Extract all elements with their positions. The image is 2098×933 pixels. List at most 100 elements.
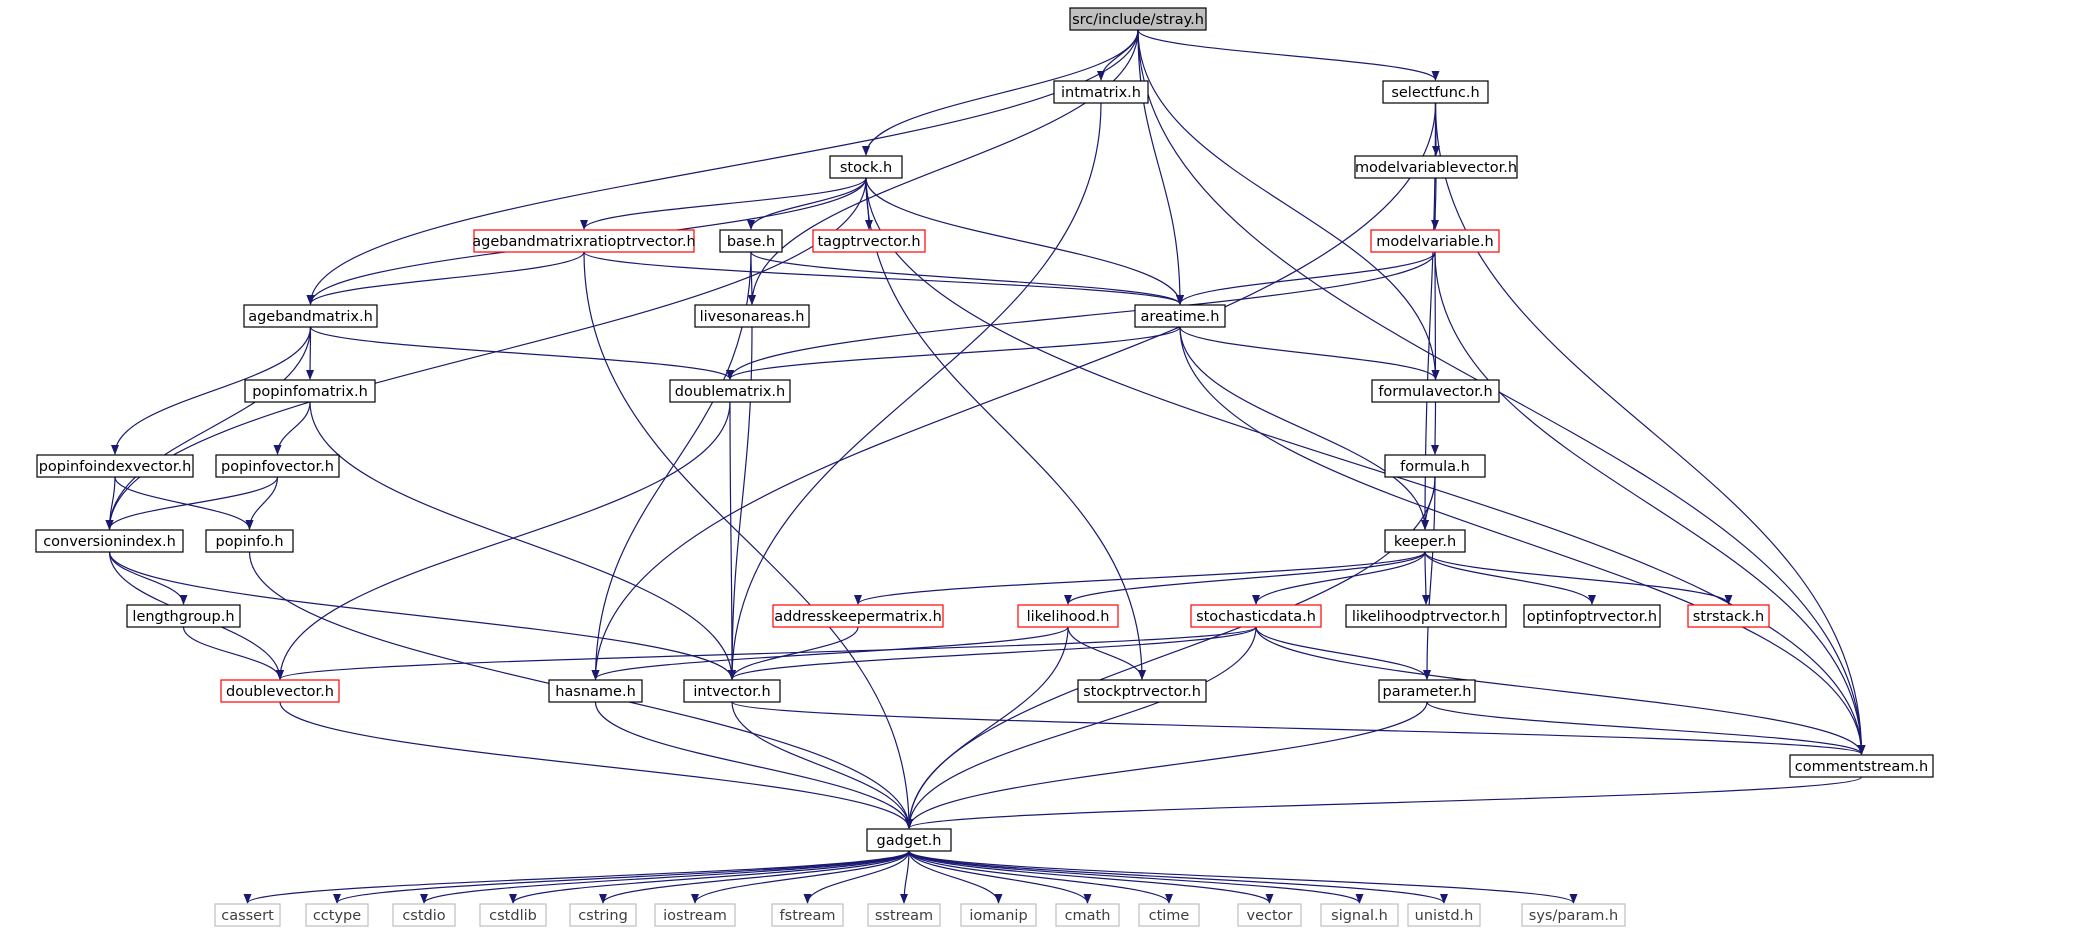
- node-formula[interactable]: formula.h: [1384, 454, 1486, 478]
- node-box: [548, 679, 643, 703]
- node-likelihoodptrvector[interactable]: likelihoodptrvector.h: [1345, 604, 1507, 628]
- header-file-nodes: src/include/stray.h intmatrix.h selectfunc…: [35, 7, 1934, 927]
- node-stray[interactable]: src/include/stray.h: [1069, 7, 1207, 31]
- node-agebandmatrixratioptrvector[interactable]: agebandmatrixratioptrvector.h: [472, 229, 696, 253]
- node-label: signal.h: [1331, 908, 1388, 924]
- node-sysparam: sys/param.h: [1521, 903, 1626, 927]
- edge-stray-to-selectfunc: [1137, 29, 1440, 81]
- node-label: addresskeepermatrix.h: [774, 609, 942, 625]
- node-box: [126, 604, 241, 628]
- node-label: unistd.h: [1415, 908, 1474, 924]
- node-popinfoindexvector[interactable]: popinfoindexvector.h: [36, 454, 194, 478]
- edge-gadget-to-cstdio: [420, 850, 910, 904]
- node-lengthgroup[interactable]: lengthgroup.h: [126, 604, 241, 628]
- node-optinfoptrvector[interactable]: optinfoptrvector.h: [1523, 604, 1661, 628]
- node-box: [1370, 229, 1500, 253]
- node-box: [812, 229, 926, 253]
- node-tagptrvector[interactable]: tagptrvector.h: [812, 229, 926, 253]
- node-label: cassert: [221, 908, 274, 924]
- edge-likelihood-to-gadget: [905, 626, 1069, 829]
- edge-stochasticdata-to-intvector: [728, 626, 1257, 680]
- node-label: stock.h: [840, 160, 892, 176]
- node-unistd: unistd.h: [1407, 903, 1481, 927]
- edge-doublevector-to-gadget: [279, 701, 913, 829]
- edge-stochasticdata-to-commentstream: [1255, 626, 1866, 755]
- node-gadget[interactable]: gadget.h: [866, 828, 952, 852]
- edge-modelvariable-to-commentstream: [1434, 251, 1866, 755]
- edge-stray-to-stock: [862, 29, 1139, 156]
- node-box: [1407, 903, 1481, 927]
- node-label: ctime: [1149, 908, 1190, 924]
- node-label: fstream: [780, 908, 836, 924]
- node-label: vector: [1247, 908, 1293, 924]
- node-conversionindex[interactable]: conversionindex.h: [35, 529, 184, 553]
- node-keeper[interactable]: keeper.h: [1384, 529, 1466, 553]
- node-label: hasname.h: [555, 684, 636, 700]
- node-label: keeper.h: [1394, 534, 1456, 550]
- node-doublevector[interactable]: doublevector.h: [220, 679, 340, 703]
- node-base[interactable]: base.h: [719, 229, 783, 253]
- node-strstack[interactable]: strstack.h: [1687, 604, 1770, 628]
- node-cstring: cstring: [569, 903, 637, 927]
- node-label: tagptrvector.h: [817, 234, 920, 250]
- node-cstdlib: cstdlib: [479, 903, 547, 927]
- node-box: [669, 379, 791, 403]
- edge-formula-to-parameter: [1423, 476, 1436, 680]
- edge-popinfomatrix-to-popinfovector: [273, 401, 311, 455]
- node-label: lengthgroup.h: [132, 609, 234, 625]
- node-box: [1055, 903, 1120, 927]
- node-label: cstdlib: [489, 908, 537, 924]
- node-label: intmatrix.h: [1061, 85, 1141, 101]
- edge-gadget-to-cstring: [599, 850, 910, 904]
- node-box: [1384, 454, 1486, 478]
- node-hasname[interactable]: hasname.h: [548, 679, 643, 703]
- node-box: [772, 604, 944, 628]
- node-modelvariablevector[interactable]: modelvariablevector.h: [1354, 155, 1518, 179]
- node-intmatrix[interactable]: intmatrix.h: [1053, 80, 1149, 104]
- edge-gadget-to-sstream: [900, 850, 910, 904]
- edge-gadget-to-vector: [908, 850, 1274, 904]
- node-label: areatime.h: [1141, 309, 1220, 325]
- node-label: cctype: [313, 908, 361, 924]
- node-selectfunc[interactable]: selectfunc.h: [1382, 80, 1489, 104]
- node-formulavector[interactable]: formulavector.h: [1371, 379, 1500, 403]
- node-popinfomatrix[interactable]: popinfomatrix.h: [244, 379, 376, 403]
- edge-gadget-to-signal: [908, 850, 1364, 904]
- edge-agebandmatrix-to-popinfoindexvector: [111, 326, 312, 455]
- node-box: [719, 229, 783, 253]
- node-label: modelvariable.h: [1376, 234, 1493, 250]
- node-ctime: ctime: [1138, 903, 1200, 927]
- node-modelvariable[interactable]: modelvariable.h: [1370, 229, 1500, 253]
- node-agebandmatrix[interactable]: agebandmatrix.h: [243, 304, 378, 328]
- node-label: modelvariablevector.h: [1355, 160, 1517, 176]
- node-intvector[interactable]: intvector.h: [683, 679, 781, 703]
- node-label: gadget.h: [877, 833, 942, 849]
- edge-parameter-to-commentstream: [1426, 701, 1866, 755]
- node-addresskeepermatrix[interactable]: addresskeepermatrix.h: [772, 604, 944, 628]
- node-box: [1345, 604, 1507, 628]
- node-box: [1077, 679, 1207, 703]
- node-popinfo[interactable]: popinfo.h: [205, 529, 294, 553]
- node-label: strstack.h: [1693, 609, 1765, 625]
- node-areatime[interactable]: areatime.h: [1134, 304, 1226, 328]
- node-livesonareas[interactable]: livesonareas.h: [694, 304, 810, 328]
- node-likelihood[interactable]: likelihood.h: [1017, 604, 1119, 628]
- node-stockptrvector[interactable]: stockptrvector.h: [1077, 679, 1207, 703]
- edge-formula-to-gadget: [905, 476, 1436, 829]
- node-parameter[interactable]: parameter.h: [1378, 679, 1476, 703]
- node-box: [1789, 754, 1934, 778]
- node-label: intvector.h: [693, 684, 770, 700]
- node-popinfovector[interactable]: popinfovector.h: [215, 454, 340, 478]
- node-commentstream[interactable]: commentstream.h: [1789, 754, 1934, 778]
- edge-agebandmatrixratioptrvector-to-areatime: [583, 251, 1184, 305]
- node-box: [1354, 155, 1518, 179]
- edge-keeper-to-optinfoptrvector: [1424, 551, 1596, 605]
- edge-commentstream-to-gadget: [905, 776, 1863, 829]
- node-box: [1687, 604, 1770, 628]
- node-cctype: cctype: [305, 903, 369, 927]
- node-doublematrix[interactable]: doublematrix.h: [669, 379, 791, 403]
- edge-keeper-to-likelihoodptrvector: [1421, 551, 1430, 605]
- node-stochasticdata[interactable]: stochasticdata.h: [1190, 604, 1322, 628]
- node-stock[interactable]: stock.h: [829, 155, 903, 179]
